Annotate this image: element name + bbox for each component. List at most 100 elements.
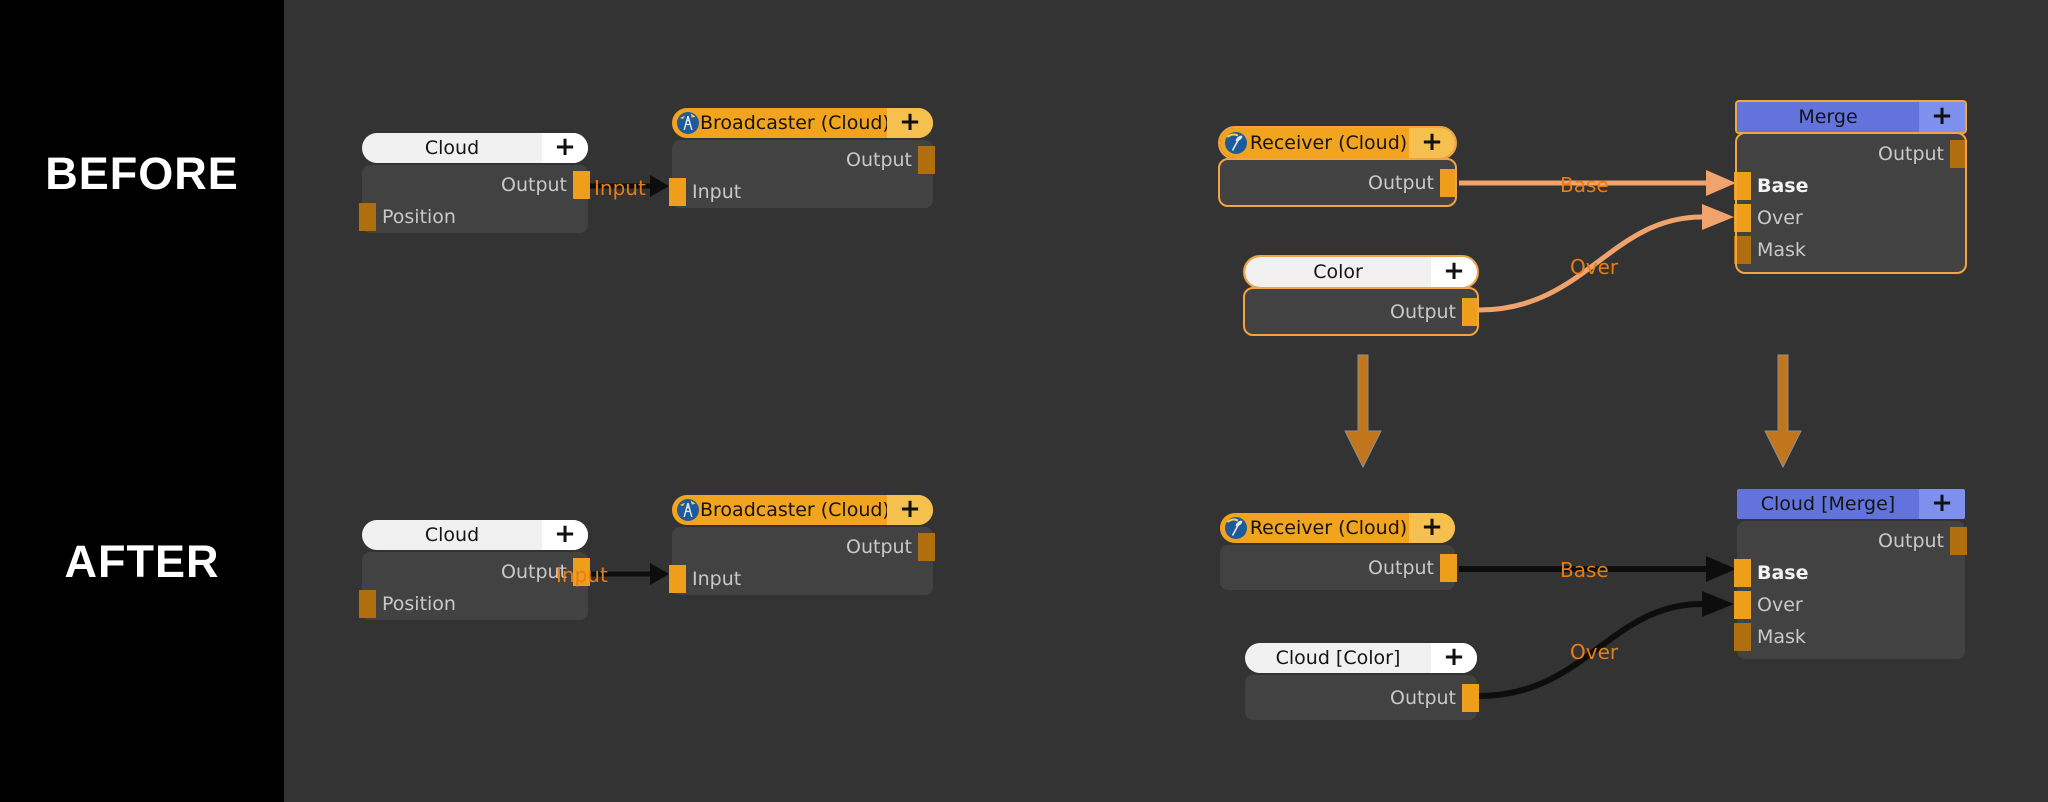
wire-label-input-after: Input (556, 563, 608, 587)
output-port[interactable] (1462, 297, 1479, 326)
node-title: Receiver (Cloud) (1249, 132, 1408, 154)
node-cloud-color-after[interactable]: Cloud [Color] + Output (1245, 643, 1479, 720)
port-row: Output (672, 531, 935, 563)
port-row: Output (362, 556, 590, 588)
node-header[interactable]: Color + (1243, 255, 1479, 289)
add-input-button[interactable]: + (1409, 513, 1455, 543)
node-header[interactable]: Cloud + (362, 520, 588, 550)
node-body: Output Input (669, 140, 935, 208)
mask-port[interactable] (1734, 623, 1751, 651)
node-title: Cloud (424, 524, 480, 546)
node-title: Cloud [Merge] (1760, 493, 1896, 515)
satellite-receiver-icon (1225, 132, 1247, 154)
output-port[interactable] (1462, 683, 1479, 712)
output-port[interactable] (1440, 553, 1457, 582)
port-label: Base (1757, 562, 1809, 584)
node-body: Output Base Over Mask (1734, 132, 1967, 274)
node-header[interactable]: Merge + (1735, 100, 1967, 134)
output-port[interactable] (1440, 168, 1457, 197)
port-label: Over (1757, 594, 1803, 616)
port-row: Position (359, 201, 588, 233)
node-broadcaster-after[interactable]: Broadcaster (Cloud) + Output Input (669, 495, 935, 595)
port-row: Base (1734, 170, 1965, 202)
port-row: Output (1245, 679, 1479, 716)
port-label: Mask (1757, 239, 1806, 261)
wire-label-over-after: Over (1570, 640, 1619, 664)
node-merge-before[interactable]: Merge + Output Base Over Mask (1734, 100, 1967, 274)
over-port[interactable] (1734, 204, 1751, 232)
position-port[interactable] (359, 590, 376, 618)
port-label: Output (846, 149, 912, 171)
node-broadcaster-before[interactable]: Broadcaster (Cloud) + Output Input (669, 108, 935, 208)
port-label: Output (501, 174, 567, 196)
port-label: Base (1757, 175, 1809, 197)
node-cloud-after[interactable]: Cloud + Output Position (359, 520, 590, 620)
add-input-button[interactable]: + (887, 108, 933, 138)
wire-label-input-before: Input (594, 176, 646, 200)
port-label: Input (692, 568, 742, 590)
node-body: Output (1243, 287, 1479, 336)
add-input-button[interactable]: + (887, 495, 933, 525)
port-row: Output (1220, 549, 1457, 586)
input-port[interactable] (669, 565, 686, 593)
node-header[interactable]: Cloud + (362, 133, 588, 163)
port-row: Input (669, 176, 933, 208)
wire-label-over-before: Over (1570, 255, 1619, 279)
broadcast-tower-icon (677, 112, 699, 134)
port-label: Output (1390, 686, 1456, 709)
port-row: Base (1734, 557, 1965, 589)
position-port[interactable] (359, 203, 376, 231)
add-input-button[interactable]: + (1431, 257, 1477, 287)
node-body: Output Position (359, 165, 590, 233)
port-label: Over (1757, 207, 1803, 229)
node-receiver-before[interactable]: Receiver (Cloud) + Output (1218, 126, 1457, 207)
node-receiver-after[interactable]: Receiver (Cloud) + Output (1220, 513, 1457, 590)
node-title: Cloud [Color] (1275, 647, 1401, 669)
add-input-button[interactable]: + (1919, 489, 1965, 519)
node-header[interactable]: Broadcaster (Cloud) + (672, 108, 933, 138)
node-body: Output Base Over Mask (1734, 521, 1967, 659)
node-title: Broadcaster (Cloud) (700, 112, 890, 134)
node-body: Output (1245, 675, 1479, 720)
node-header[interactable]: Receiver (Cloud) + (1220, 513, 1455, 543)
over-port[interactable] (1734, 591, 1751, 619)
port-label: Output (1878, 530, 1944, 552)
node-title: Receiver (Cloud) (1249, 517, 1408, 539)
add-input-button[interactable]: + (1431, 643, 1477, 673)
node-cloud-before[interactable]: Cloud + Output Position (359, 133, 590, 233)
port-label: Position (382, 593, 456, 615)
node-header[interactable]: Cloud [Color] + (1245, 643, 1477, 673)
node-title: Color (1313, 261, 1363, 283)
node-color-before[interactable]: Color + Output (1243, 255, 1479, 336)
node-header[interactable]: Cloud [Merge] + (1737, 489, 1965, 519)
output-port[interactable] (1950, 527, 1967, 555)
port-row: Over (1734, 589, 1965, 621)
node-body: Output (1218, 158, 1457, 207)
port-row: Output (362, 169, 590, 201)
node-header[interactable]: Broadcaster (Cloud) + (672, 495, 933, 525)
node-body: Output (1220, 545, 1457, 590)
port-label: Output (1390, 300, 1456, 323)
mask-port[interactable] (1734, 236, 1751, 264)
output-port[interactable] (573, 171, 590, 199)
base-port[interactable] (1734, 172, 1751, 200)
output-port[interactable] (918, 533, 935, 561)
add-input-button[interactable]: + (542, 133, 588, 163)
output-port[interactable] (573, 558, 590, 586)
node-cloud-merge-after[interactable]: Cloud [Merge] + Output Base Over Mask (1734, 489, 1967, 659)
output-port[interactable] (1950, 140, 1967, 168)
port-label: Output (1368, 171, 1434, 194)
port-row: Output (1245, 293, 1479, 330)
output-port[interactable] (918, 146, 935, 174)
base-port[interactable] (1734, 559, 1751, 587)
add-input-button[interactable]: + (1409, 128, 1455, 158)
satellite-receiver-icon (1225, 517, 1247, 539)
input-port[interactable] (669, 178, 686, 206)
add-input-button[interactable]: + (542, 520, 588, 550)
port-label: Position (382, 206, 456, 228)
node-header[interactable]: Receiver (Cloud) + (1218, 126, 1457, 160)
port-label: Output (846, 536, 912, 558)
add-input-button[interactable]: + (1919, 102, 1965, 132)
port-label: Output (1878, 143, 1944, 165)
